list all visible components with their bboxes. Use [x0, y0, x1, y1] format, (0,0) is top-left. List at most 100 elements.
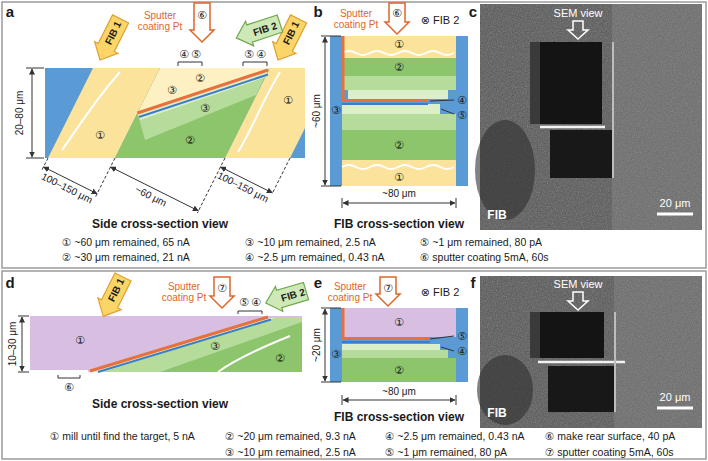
sample-cross-section	[342, 165, 454, 169]
beam-label: ⊗ FIB 2	[421, 286, 460, 298]
callout-number: ④	[457, 345, 467, 357]
sample-cross-section	[342, 337, 430, 340]
image-label: SEM view	[554, 278, 603, 290]
callout-number: ③	[331, 104, 341, 116]
dimension-line	[18, 316, 29, 317]
sample-cross-section	[348, 90, 448, 99]
callout-number: ⑤	[457, 109, 467, 121]
callout-number: ③	[200, 102, 210, 114]
dimension-line	[456, 198, 457, 208]
sample-cross-section	[342, 350, 448, 358]
legend-note: ② ~30 μm remained, 21 nA	[62, 252, 190, 264]
sample-cross-section	[342, 103, 428, 105]
dimension-line	[272, 158, 290, 194]
sample-cross-section	[90, 317, 268, 371]
dimension-line	[321, 36, 341, 37]
sample-cross-section	[342, 76, 456, 90]
sample-cross-section	[342, 36, 456, 58]
beam-label: FIB 2	[251, 19, 278, 37]
sample-cross-section	[30, 316, 302, 372]
panel-letter: d	[5, 275, 14, 292]
sample-cross-section	[30, 370, 88, 372]
dimension-line	[456, 395, 457, 405]
sputter-arrow	[210, 277, 234, 308]
callout-number: ②	[275, 352, 285, 364]
callout-number: ①	[394, 171, 404, 183]
dimension-line	[342, 395, 343, 405]
layer-bracket	[178, 62, 202, 66]
sample-cross-section	[342, 160, 456, 186]
callout-number: ④	[251, 296, 261, 308]
sem-image	[568, 21, 588, 39]
dimension-line	[321, 308, 456, 405]
sample-cross-section	[342, 36, 345, 101]
dimension-label: 100–150 μm	[215, 170, 270, 205]
dimension-label: ~80 μm	[382, 386, 416, 397]
leader-line	[430, 100, 454, 114]
panel-frame	[2, 271, 706, 459]
sem-image	[530, 312, 540, 358]
sem-image	[540, 126, 605, 129]
sample-cross-section	[342, 130, 456, 160]
dimension-label: ~60 μm	[311, 94, 322, 128]
beam-label: FIB 1	[106, 277, 127, 304]
callout-number: ⑤	[191, 48, 201, 60]
view-caption: FIB cross-section view	[334, 411, 464, 424]
dimension-label: 20–80 μm	[14, 91, 25, 136]
panel-frame	[2, 2, 706, 268]
callout-number: ⑦	[383, 282, 393, 294]
sem-image	[614, 312, 616, 412]
dimension-line	[95, 158, 115, 197]
legend-note: ③ ~10 μm remained, 2.5 nA	[225, 447, 356, 459]
sem-image	[568, 292, 588, 310]
sample-cross-section	[342, 99, 428, 102]
sem-image	[475, 4, 702, 230]
dimension-line	[197, 158, 225, 213]
panel-letter: c	[469, 4, 477, 21]
sem-image	[550, 130, 612, 178]
callout-number: ②	[185, 134, 195, 146]
sample-cross-section	[342, 104, 440, 114]
coating-label: Sputter coating Pt	[322, 281, 378, 303]
sample-cross-section	[62, 72, 120, 150]
dimension-line	[22, 317, 23, 371]
legend-note: ④ ~2.5 μm remained, 0.43 nA	[385, 431, 525, 443]
leader-line	[441, 347, 454, 351]
fib-beam-arrow	[232, 11, 284, 50]
view-caption: Side cross-section view	[92, 218, 228, 231]
legend-note: ① mill until find the target, 5 nA	[50, 431, 195, 443]
callout-number: ⑥	[392, 7, 402, 19]
layer-bracket	[58, 375, 80, 378]
panel-letter: e	[314, 275, 322, 292]
sputter-arrow	[376, 277, 400, 306]
callout-number: ⑦	[217, 282, 227, 294]
sample-cross-section	[342, 341, 430, 343]
layer-bracket	[58, 311, 262, 378]
dimension-line	[343, 203, 455, 204]
sample-cross-section	[342, 58, 456, 76]
callout-number: ④	[256, 48, 266, 60]
callout-number: ③	[331, 348, 341, 360]
fib-beam-arrow	[232, 11, 284, 50]
panel-letter: f	[471, 275, 476, 292]
fib-beam-arrow	[92, 271, 135, 322]
dimension-label: ~80 μm	[382, 188, 416, 199]
callout-number: ⑤	[457, 330, 467, 342]
callout-number: ②	[394, 364, 404, 376]
view-caption: FIB cross-section view	[334, 218, 464, 231]
fib-beam-arrow	[92, 271, 135, 322]
beam-label: ⊗ FIB 2	[421, 14, 460, 26]
dimension-line	[321, 186, 341, 187]
dimension-line	[42, 158, 290, 213]
dimension-line	[342, 198, 343, 208]
callout-number: ⑤	[239, 296, 249, 308]
dimension-line	[26, 68, 290, 213]
callout-number: ①	[394, 38, 404, 50]
callout-number: ③	[210, 340, 220, 352]
sample-cross-section	[342, 308, 456, 337]
sem-image	[475, 120, 535, 220]
dimension-line	[111, 167, 199, 211]
layer-bracket	[238, 311, 262, 314]
sample-cross-section	[342, 308, 345, 339]
